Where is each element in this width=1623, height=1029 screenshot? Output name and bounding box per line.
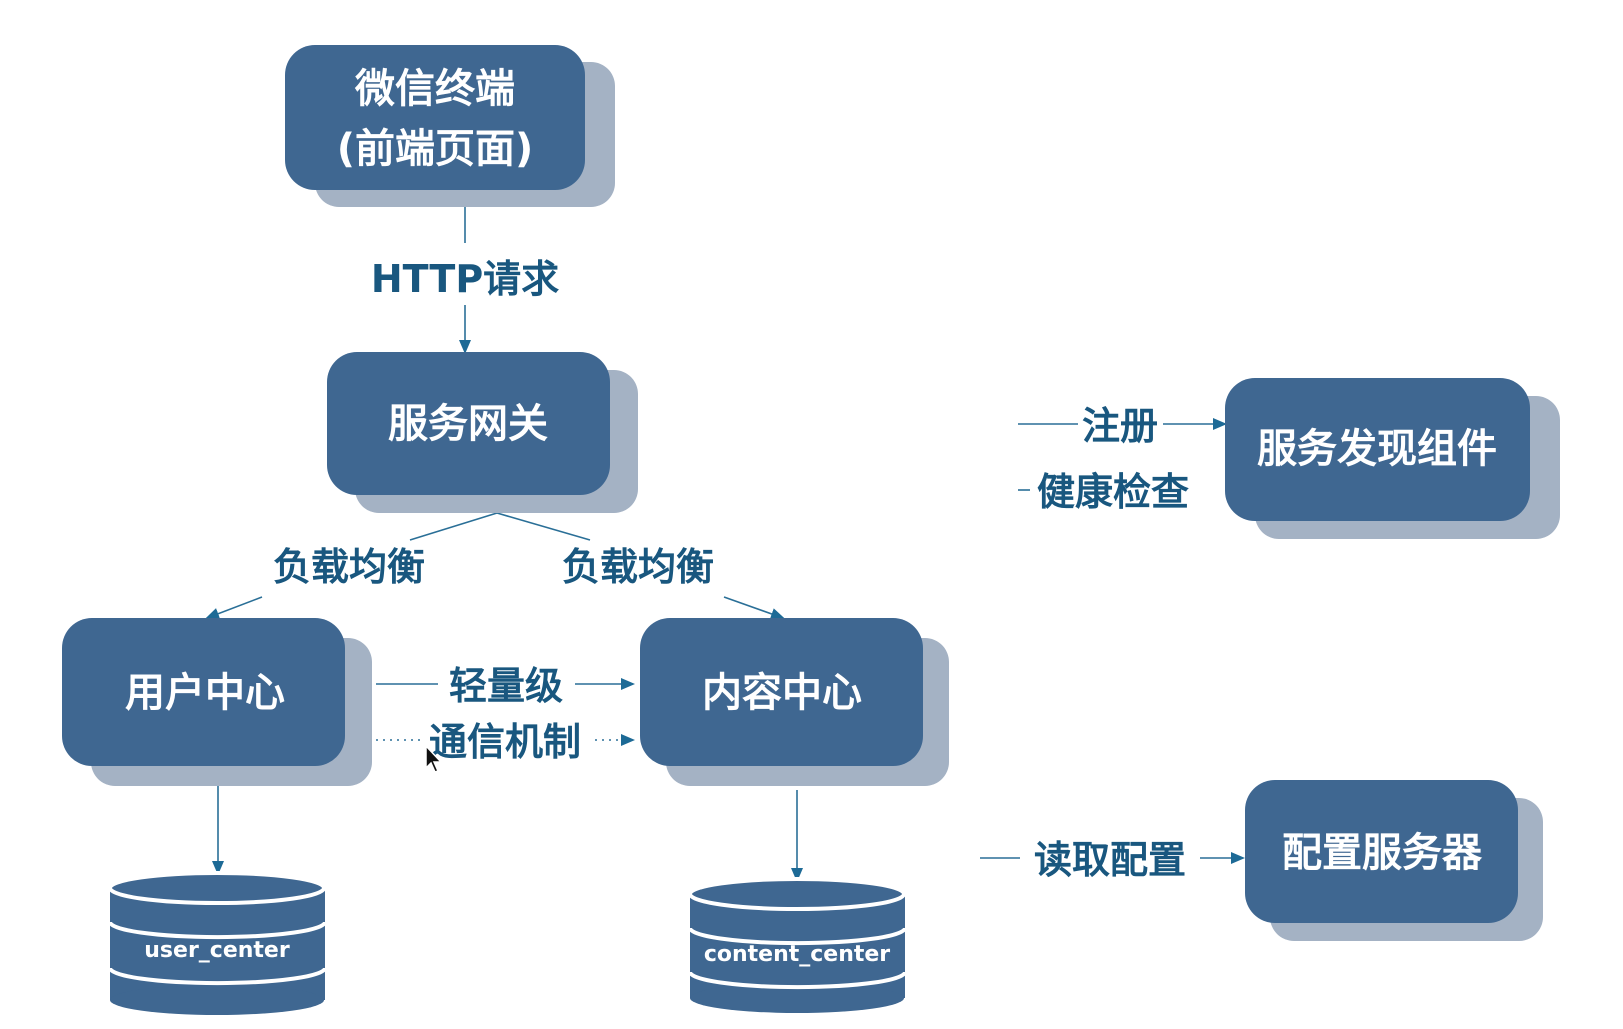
node-user-center-box — [62, 618, 345, 766]
edge-label-lightweight-line2: 通信机制 — [429, 720, 581, 764]
connector-gateway-to-user-center-bottom — [205, 596, 263, 620]
edge-label-lightweight-line1: 轻量级 — [449, 664, 563, 708]
edge-label-read-config: 读取配置 — [1034, 838, 1186, 882]
node-config-server: 配置服务器 — [1245, 780, 1543, 941]
node-wechat-terminal: 微信终端 (前端页面) — [285, 45, 615, 207]
node-service-gateway-box — [327, 352, 610, 495]
node-content-center: 内容中心 — [640, 618, 949, 786]
node-service-discovery: 服务发现组件 — [1225, 378, 1560, 539]
database-content-center-body — [690, 894, 905, 998]
node-config-server-box — [1245, 780, 1518, 923]
database-content-center-band-2 — [688, 971, 907, 990]
node-content-center-label: 内容中心 — [702, 670, 862, 716]
database-user-center-band-1 — [108, 921, 327, 940]
database-content-center-top — [688, 877, 906, 911]
database-user-center-top — [108, 871, 326, 905]
node-service-discovery-box — [1225, 378, 1530, 521]
node-content-center-box — [640, 618, 923, 766]
database-content-center-label: content_center — [704, 942, 890, 967]
node-wechat-terminal-title: 微信终端 — [354, 66, 515, 112]
node-user-center: 用户中心 — [62, 618, 372, 786]
connector-gateway-to-content-center-top — [496, 512, 591, 541]
connectors — [205, 200, 1245, 882]
edge-label-http-request: HTTP请求 — [371, 257, 559, 301]
database-user-center-band-2 — [108, 967, 327, 986]
database-content-center: content_center — [688, 877, 907, 1013]
edge-labels: HTTP请求 负载均衡 负载均衡 轻量级 通信机制 注册 健康检查 读取配置 — [273, 257, 1189, 882]
node-service-discovery-label: 服务发现组件 — [1257, 426, 1497, 472]
connector-gateway-to-user-center-top — [409, 512, 498, 541]
node-service-gateway-label: 服务网关 — [388, 401, 548, 447]
database-user-center-bottom — [110, 985, 324, 1015]
edge-label-load-balance-left: 负载均衡 — [273, 545, 425, 589]
edge-label-register: 注册 — [1082, 404, 1158, 448]
connector-gateway-to-content-center-bottom — [723, 596, 785, 620]
database-content-center-band-1 — [688, 927, 907, 946]
mouse-cursor-icon — [425, 744, 443, 773]
node-wechat-terminal-subtitle: (前端页面) — [337, 126, 534, 172]
database-user-center: user_center — [108, 871, 327, 1015]
edge-label-health-check: 健康检查 — [1037, 470, 1189, 514]
node-wechat-terminal-box — [285, 45, 585, 190]
node-user-center-label: 用户中心 — [125, 670, 285, 716]
edge-label-load-balance-right: 负载均衡 — [562, 545, 714, 589]
database-content-center-bottom — [690, 983, 904, 1013]
database-user-center-label: user_center — [144, 938, 290, 963]
node-service-gateway: 服务网关 — [327, 352, 638, 513]
node-config-server-label: 配置服务器 — [1282, 830, 1483, 876]
